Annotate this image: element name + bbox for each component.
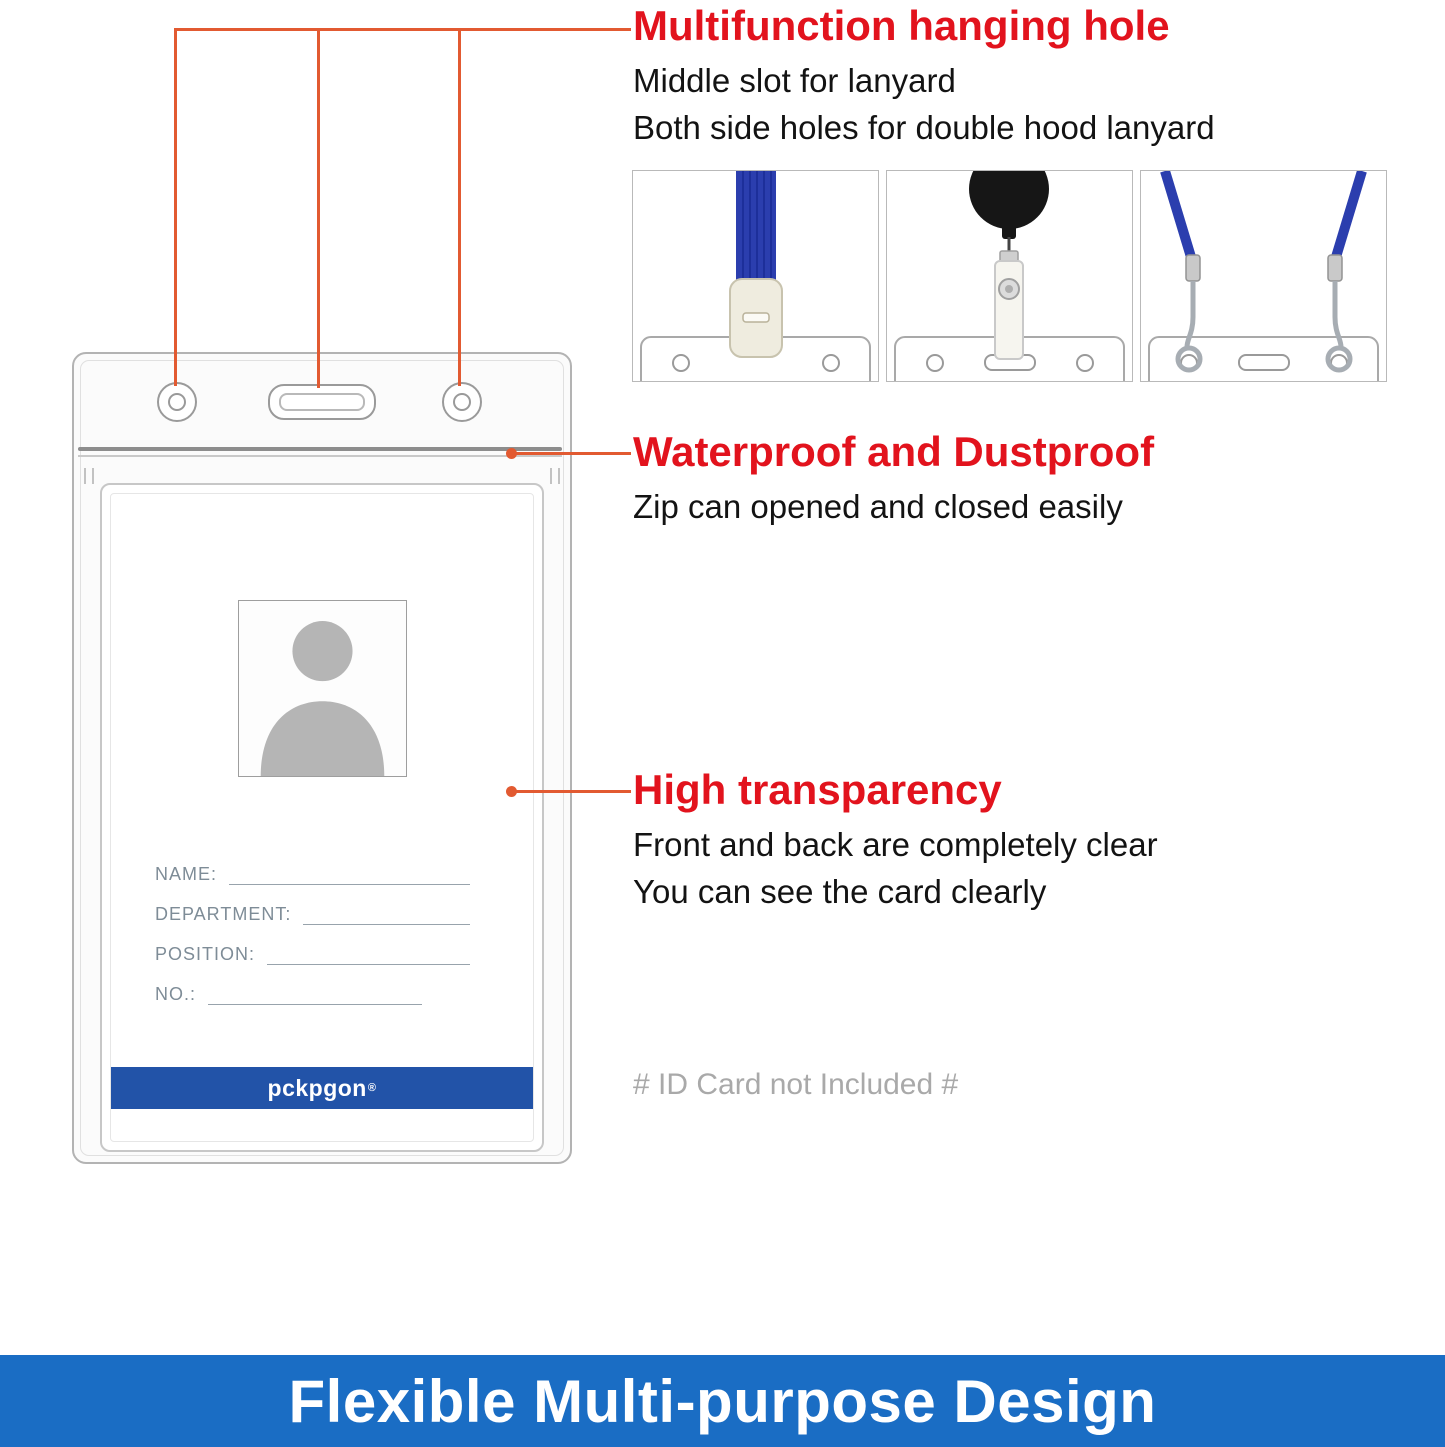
- callout-line-text: Both side holes for double hood lanyard: [633, 109, 1215, 147]
- zipper-line-secondary: [78, 455, 562, 457]
- zip-weld-mark: [550, 468, 552, 484]
- side-hole-right-inner: [453, 393, 471, 411]
- zip-weld-mark: [84, 468, 86, 484]
- middle-slot-inner: [279, 393, 365, 411]
- callout-title: Multifunction hanging hole: [633, 2, 1170, 49]
- callout-line-text: Front and back are completely clear: [633, 826, 1158, 864]
- thumbnail-double-hood-lanyard: [1140, 170, 1387, 382]
- callout-line-middle-slot: [317, 28, 320, 388]
- card-field-no: NO.:: [155, 979, 470, 1005]
- callout-dot-card: [506, 786, 517, 797]
- brand-name: pckpgon: [267, 1074, 367, 1101]
- callout-transparency: High transparency Front and back are com…: [633, 766, 1158, 916]
- brand-bar: pckpgon®: [111, 1067, 533, 1109]
- photo-placeholder: [238, 600, 407, 777]
- card-field-name: NAME:: [155, 859, 470, 885]
- callout-waterproof: Waterproof and Dustproof Zip can opened …: [633, 428, 1154, 531]
- footer-banner: Flexible Multi-purpose Design: [0, 1355, 1445, 1447]
- card-field-position: POSITION:: [155, 939, 470, 965]
- field-underline: [229, 864, 470, 885]
- side-hole-right-icon: [442, 382, 482, 422]
- middle-slot-icon: [268, 384, 376, 420]
- id-card-note: # ID Card not Included #: [633, 1068, 959, 1101]
- callout-hanging-hole: Multifunction hanging hole Middle slot f…: [633, 2, 1215, 152]
- thumbnail-middle-slot-lanyard: [632, 170, 879, 382]
- registered-mark: ®: [367, 1082, 377, 1094]
- field-underline: [208, 984, 422, 1005]
- callout-line-card: [512, 790, 631, 793]
- zip-weld-mark: [92, 468, 94, 484]
- zip-weld-mark: [558, 468, 560, 484]
- card-pocket: NAME: DEPARTMENT: POSITION: NO.: pckpgon…: [100, 483, 544, 1152]
- field-underline: [267, 944, 470, 965]
- person-silhouette-icon: [260, 621, 385, 776]
- callout-title: High transparency: [633, 766, 1002, 813]
- field-label: POSITION:: [155, 944, 256, 964]
- double-hook-lanyard-icon: [1148, 171, 1379, 381]
- badge-reel-icon: [894, 171, 1125, 381]
- field-underline: [303, 904, 470, 925]
- lanyard-clip-icon: [640, 171, 871, 381]
- callout-title: Waterproof and Dustproof: [633, 428, 1155, 475]
- callout-line-text: You can see the card clearly: [633, 873, 1047, 911]
- callout-line-text: Middle slot for lanyard: [633, 62, 956, 100]
- footer-title: Flexible Multi-purpose Design: [288, 1367, 1157, 1435]
- thumbnail-badge-reel: [886, 170, 1133, 382]
- field-label: NO.:: [155, 984, 197, 1004]
- callout-dot-zip: [506, 448, 517, 459]
- callout-line-right-hole: [458, 28, 461, 386]
- card-field-department: DEPARTMENT:: [155, 899, 470, 925]
- side-hole-left-icon: [157, 382, 197, 422]
- field-label: DEPARTMENT:: [155, 904, 292, 924]
- attachment-examples: [632, 170, 1389, 382]
- card-fields: NAME: DEPARTMENT: POSITION: NO.:: [155, 859, 470, 1019]
- field-label: NAME:: [155, 864, 218, 884]
- callout-line-left-hole: [174, 28, 177, 386]
- zipper-line: [78, 447, 562, 451]
- side-hole-left-inner: [168, 393, 186, 411]
- callout-line-zip: [512, 452, 631, 455]
- callout-line-top-horizontal: [174, 28, 631, 31]
- callout-line-text: Zip can opened and closed easily: [633, 488, 1123, 526]
- id-card: NAME: DEPARTMENT: POSITION: NO.: pckpgon…: [110, 493, 534, 1142]
